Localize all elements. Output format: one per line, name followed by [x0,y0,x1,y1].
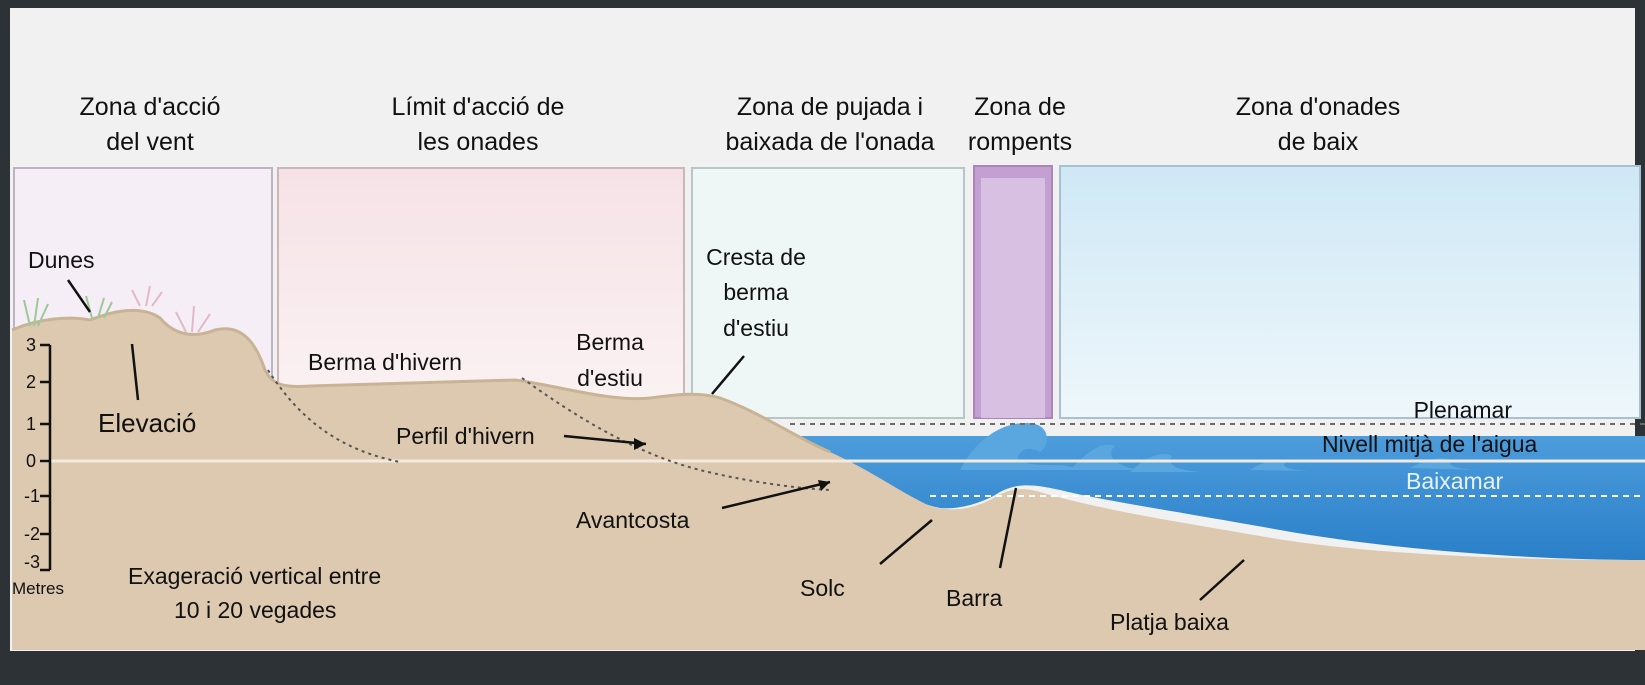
zone-box-breakers-inner [981,178,1045,418]
label-dunes: Dunes [28,247,94,273]
axis-tick-label: 2 [26,372,36,392]
label-bar: Barra [946,585,1002,611]
label-winter-profile: Perfil d'hivern [396,423,535,449]
label-mean-water: Nivell mitjà de l'aigua [1322,431,1538,457]
zone-title-breakers: Zona de [974,93,1066,121]
label-summer-berm-crest: berma [723,279,788,305]
axis-tick-label: 3 [26,335,36,355]
zone-title-wind: del vent [106,128,194,156]
axis-tick-label: -1 [24,486,40,506]
label-foreshore: Avantcosta [576,507,690,533]
zone-box-shoaling [1060,166,1640,418]
zone-title-swash: Zona de pujada i [737,93,923,121]
label-low-tide: Baixamar [1406,468,1503,494]
zone-title-swash: baixada de l'onada [725,128,934,156]
label-summer-berm-crest: Cresta de [706,244,806,270]
label-summer-berm: d'estiu [577,365,643,391]
zone-title-breakers: rompents [968,128,1072,156]
label-high-tide: Plenamar [1414,397,1513,423]
zone-title-wave-limit: les onades [418,128,539,156]
axis-tick-label: 0 [26,451,36,471]
label-summer-berm: Berma [576,329,644,355]
label-elevation: Elevació [98,408,196,438]
label-exaggeration: Exageració vertical entre [128,563,381,589]
zone-title-wind: Zona d'acció [80,93,221,121]
zone-title-shoaling: Zona d'onades [1236,93,1401,121]
label-trough: Solc [800,575,845,601]
label-summer-berm-crest: d'estiu [723,315,789,341]
axis-tick-label: -2 [24,524,40,544]
label-low-beach: Platja baixa [1110,609,1229,635]
axis-tick-label: -3 [24,552,40,572]
axis-unit-label: Metres [12,579,64,598]
label-winter-berm: Berma d'hivern [308,349,462,375]
label-exaggeration: 10 i 20 vegades [174,597,336,623]
axis-tick-label: 1 [26,414,36,434]
zone-title-wave-limit: Límit d'acció de [392,93,565,121]
zone-title-shoaling: de baix [1278,128,1359,156]
